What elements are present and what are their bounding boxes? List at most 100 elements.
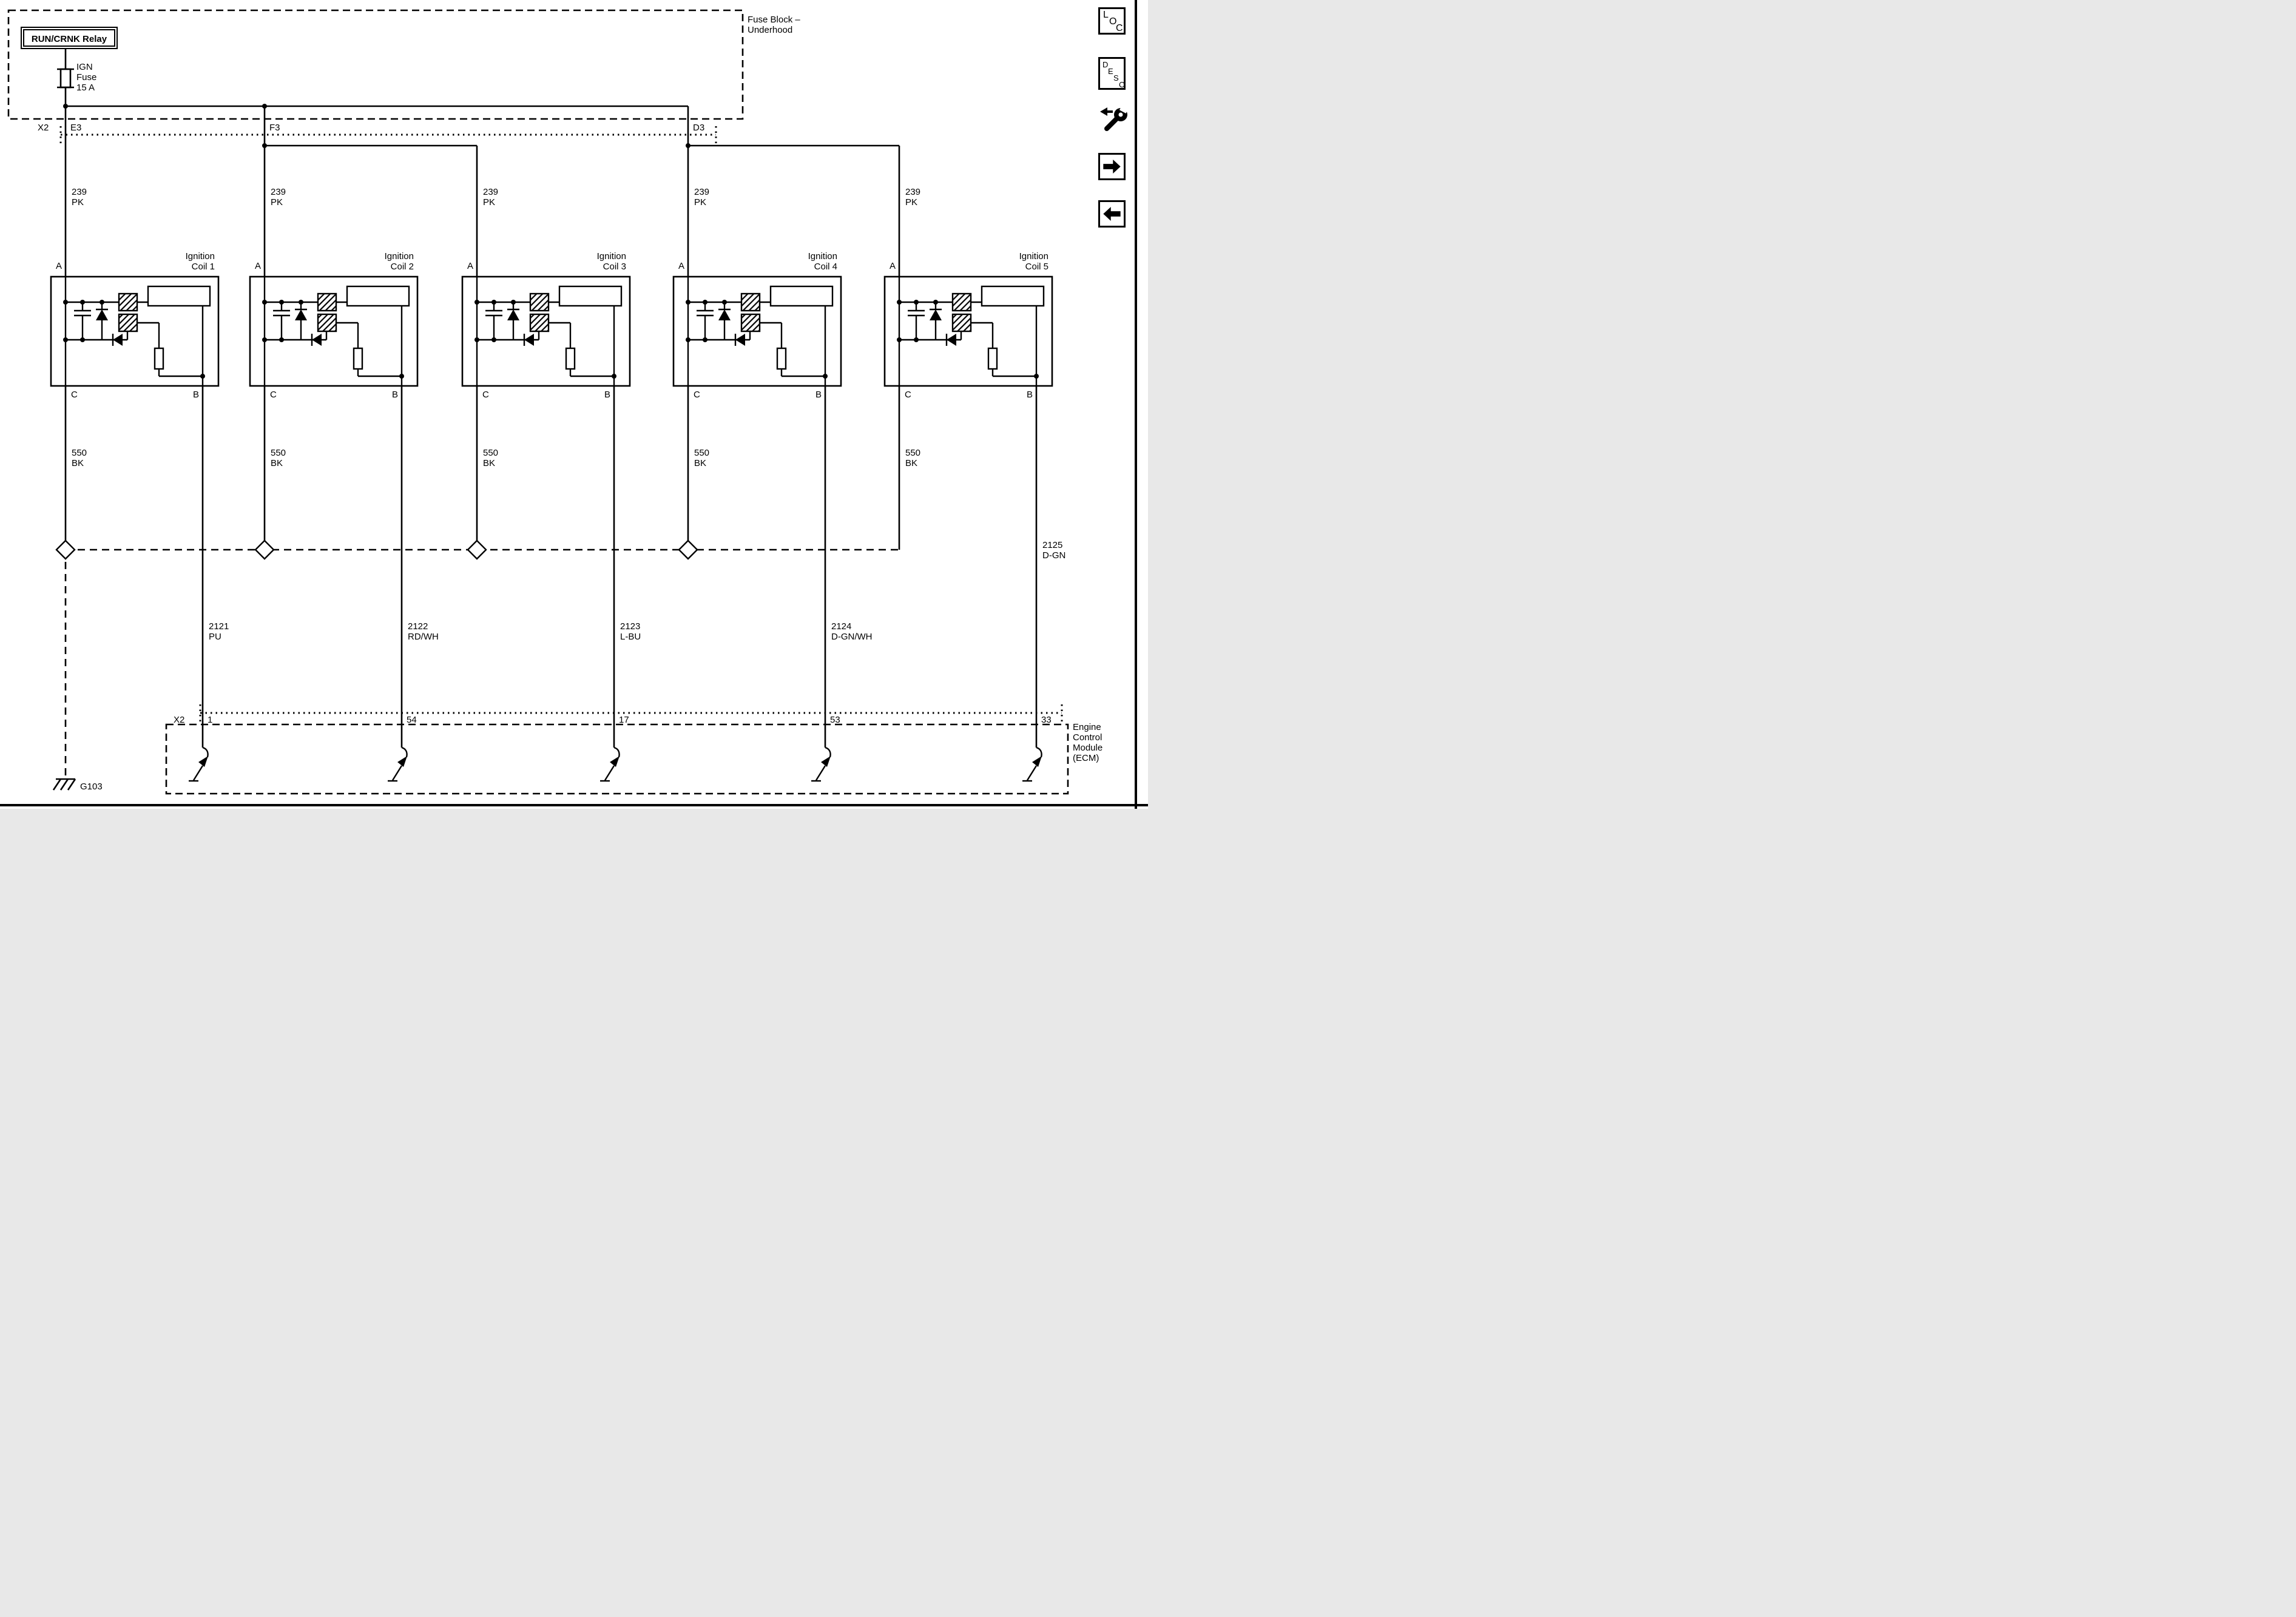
ecm-pin-3: 17 bbox=[619, 715, 629, 725]
ignition-coil-2-box bbox=[249, 275, 419, 387]
coil-2-terminal-c-line-1: C bbox=[270, 390, 277, 400]
page-frame bbox=[0, 0, 1148, 809]
ignition-coil-1-box bbox=[50, 275, 220, 387]
coil-4-terminal-b-line-1: B bbox=[815, 390, 822, 400]
ign-fuse-label: IGN Fuse 15 A bbox=[76, 62, 96, 93]
ecm-label-line-1: Engine bbox=[1073, 722, 1101, 732]
top-connector-pin-d3: D3 bbox=[693, 123, 705, 133]
back-arrow-icon[interactable] bbox=[1098, 200, 1126, 228]
coil-3-title-line-2: Coil 3 bbox=[603, 262, 626, 272]
coil-1-terminal-c: C bbox=[71, 390, 78, 400]
top-connector-name: X2 bbox=[38, 123, 49, 133]
loc-icon[interactable]: L O C bbox=[1098, 7, 1126, 35]
coil-4-ground-wire-label-line-2: BK bbox=[694, 458, 707, 468]
coil-4-terminal-c: C bbox=[694, 390, 700, 400]
labels-layer: Fuse Block – Underhood RUN/CRNK Relay IG… bbox=[0, 0, 1148, 809]
desc-letter-d: D bbox=[1102, 60, 1109, 69]
coil-1-terminal-a-line-1: A bbox=[55, 261, 62, 271]
diagram-canvas bbox=[0, 0, 1148, 809]
ground-symbol bbox=[52, 778, 76, 791]
coil-2-terminal-a: A bbox=[246, 261, 261, 271]
forward-arrow-glyph bbox=[1103, 159, 1121, 174]
coil-3-control-wire-label-line-1: 2123 bbox=[620, 621, 641, 632]
coil-4-supply-wire-label-line-2: PK bbox=[694, 197, 707, 208]
coil-2-supply-wire-label-line-2: PK bbox=[271, 197, 283, 208]
ecm-pin-2: 54 bbox=[407, 715, 417, 725]
wiring-diagram-page: Fuse Block – Underhood RUN/CRNK Relay IG… bbox=[0, 0, 1148, 809]
ign-fuse-label-line-1: IGN bbox=[76, 62, 93, 72]
coil-3-terminal-a-line-1: A bbox=[467, 261, 473, 271]
ground-label: G103 bbox=[80, 781, 103, 792]
coil-5-terminal-c-line-1: C bbox=[905, 390, 911, 400]
coil-2-supply-wire-label-line-1: 239 bbox=[271, 187, 286, 197]
desc-icon[interactable]: D E S C bbox=[1098, 57, 1126, 90]
coil-1-terminal-b: B bbox=[184, 390, 199, 400]
ecm-connector-x2-line bbox=[199, 704, 1063, 721]
ign-fuse-label-line-2: Fuse bbox=[76, 72, 97, 83]
coil-5-control-wire-label-line-1: 2125 bbox=[1042, 540, 1063, 550]
fuse-block-label: Fuse Block – Underhood bbox=[748, 15, 800, 35]
sidebar-icons: L O C D E S C bbox=[1098, 0, 1137, 809]
coil-4-supply-wire-label-line-1: 239 bbox=[694, 187, 710, 197]
coil-4-title-line-2: Coil 4 bbox=[814, 262, 837, 272]
ecm-label-line-3: Module bbox=[1073, 743, 1103, 753]
coil-3-terminal-a: A bbox=[459, 261, 473, 271]
coil-4-terminal-c-line-1: C bbox=[694, 390, 700, 400]
ecm-pin-1: 1 bbox=[208, 715, 212, 725]
ecm-pin-5-line-1: 33 bbox=[1041, 715, 1052, 725]
repair-wrench-icon[interactable] bbox=[1098, 102, 1131, 135]
coil-1-ground-wire-label-line-2: BK bbox=[72, 458, 84, 468]
ecm-label-line-2: Control bbox=[1073, 732, 1102, 743]
coil-1-title-line-2: Coil 1 bbox=[191, 262, 215, 272]
coil-2-terminal-b-line-1: B bbox=[391, 390, 398, 400]
coil-4-control-wire-label-line-2: D-GN/WH bbox=[831, 632, 873, 642]
coil-3-control-wire-label-line-2: L-BU bbox=[620, 632, 641, 642]
loc-letter-l: L bbox=[1103, 10, 1109, 20]
coil-2-title-line-1: Ignition bbox=[384, 251, 414, 262]
coil-5-terminal-a: A bbox=[881, 261, 896, 271]
coil-4-terminal-a: A bbox=[670, 261, 684, 271]
coil-5-ground-wire-label-line-1: 550 bbox=[905, 448, 921, 458]
coil-4-terminal-a-line-1: A bbox=[678, 261, 684, 271]
coil-5-control-wire-label-line-2: D-GN bbox=[1042, 550, 1066, 561]
top-connector-pin-f3: F3 bbox=[269, 123, 280, 133]
top-connector-pin-e3: E3 bbox=[70, 123, 82, 133]
forward-arrow-icon[interactable] bbox=[1098, 153, 1126, 180]
coil-5-ground-wire-label-line-2: BK bbox=[905, 458, 918, 468]
ecm-pin-3-line-1: 17 bbox=[619, 715, 629, 725]
coil-5-terminal-b-line-1: B bbox=[1026, 390, 1033, 400]
coil-4-terminal-b: B bbox=[807, 390, 822, 400]
ecm-pin-5: 33 bbox=[1041, 715, 1052, 725]
coil-1-control-wire-label-line-1: 2121 bbox=[209, 621, 229, 632]
ecm-label-line-4: (ECM) bbox=[1073, 753, 1099, 763]
coil-2-title-line-2: Coil 2 bbox=[390, 262, 414, 272]
coil-5-title-line-1: Ignition bbox=[1019, 251, 1048, 262]
fuse-block-label-line-1: Fuse Block – bbox=[748, 15, 800, 25]
ecm-box bbox=[165, 723, 1069, 795]
ecm-pin-2-line-1: 54 bbox=[407, 715, 417, 725]
coil-1-control-wire-label-line-2: PU bbox=[209, 632, 221, 642]
coil-5-supply-wire-label-line-2: PK bbox=[905, 197, 918, 208]
coil-3-supply-wire-label-line-1: 239 bbox=[483, 187, 499, 197]
ecm-label: Engine Control Module (ECM) bbox=[1073, 722, 1102, 763]
coil-3-ground-wire-label-line-1: 550 bbox=[483, 448, 499, 458]
coil-5-terminal-c: C bbox=[905, 390, 911, 400]
coil-1-ground-wire-label-line-1: 550 bbox=[72, 448, 87, 458]
ecm-pin-4-line-1: 53 bbox=[830, 715, 840, 725]
coil-3-terminal-b-line-1: B bbox=[604, 390, 610, 400]
coil-4-ground-wire-label-line-1: 550 bbox=[694, 448, 710, 458]
